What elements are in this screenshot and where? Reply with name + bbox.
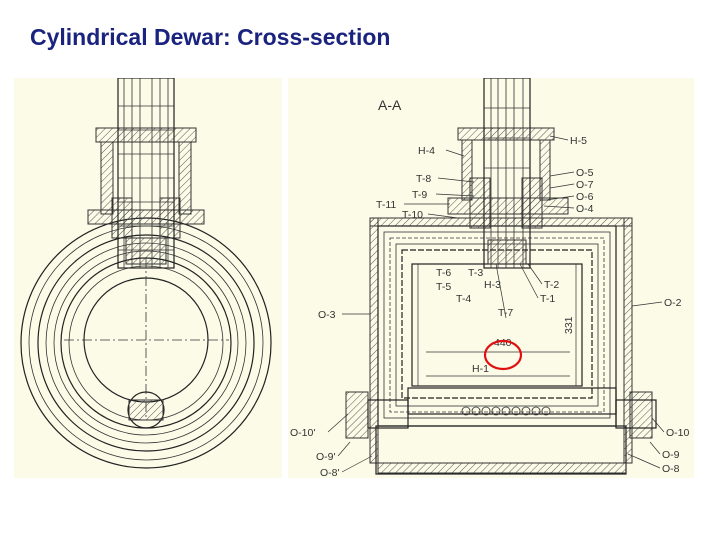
label-t1: T-1 (540, 293, 555, 305)
dewar-section-aa-drawing: A-A H-5 H-4 O-5 O-7 O-6 O-4 T-8 T-9 T-11… (288, 78, 694, 478)
label-t7: T-7 (498, 307, 513, 319)
highlight-circle (483, 339, 523, 371)
label-h1: H-1 (472, 363, 489, 375)
dewar-end-view-drawing (14, 78, 282, 478)
section-label: A-A (378, 97, 402, 113)
label-o4: O-4 (576, 203, 594, 215)
dimension-331: 331 (563, 316, 575, 334)
label-t2: T-2 (544, 279, 559, 291)
label-o9: O-9 (662, 449, 680, 461)
label-o8-prime: O-8' (320, 467, 340, 478)
label-h4: H-4 (418, 145, 435, 157)
label-o3: O-3 (318, 309, 336, 321)
label-t3: T-3 (468, 267, 483, 279)
label-o10-prime: O-10' (290, 427, 315, 439)
label-t6: T-6 (436, 267, 451, 279)
label-o9-prime: O-9' (316, 451, 336, 463)
label-o10: O-10 (666, 427, 690, 439)
label-o8: O-8 (662, 463, 680, 475)
label-o2: O-2 (664, 297, 682, 309)
label-h5: H-5 (570, 135, 587, 147)
label-t11: T-11 (376, 199, 396, 211)
label-o6: O-6 (576, 191, 594, 203)
label-t9: T-9 (412, 189, 427, 201)
slide-title: Cylindrical Dewar: Cross-section (30, 24, 391, 50)
label-o7: O-7 (576, 179, 594, 191)
dimension-440: 440 (494, 337, 512, 349)
label-o5: O-5 (576, 167, 594, 179)
label-t8: T-8 (416, 173, 431, 185)
label-t4: T-4 (456, 293, 471, 305)
label-h3: H-3 (484, 279, 501, 291)
label-t10: T-10 (402, 209, 423, 221)
label-t5: T-5 (436, 281, 451, 293)
